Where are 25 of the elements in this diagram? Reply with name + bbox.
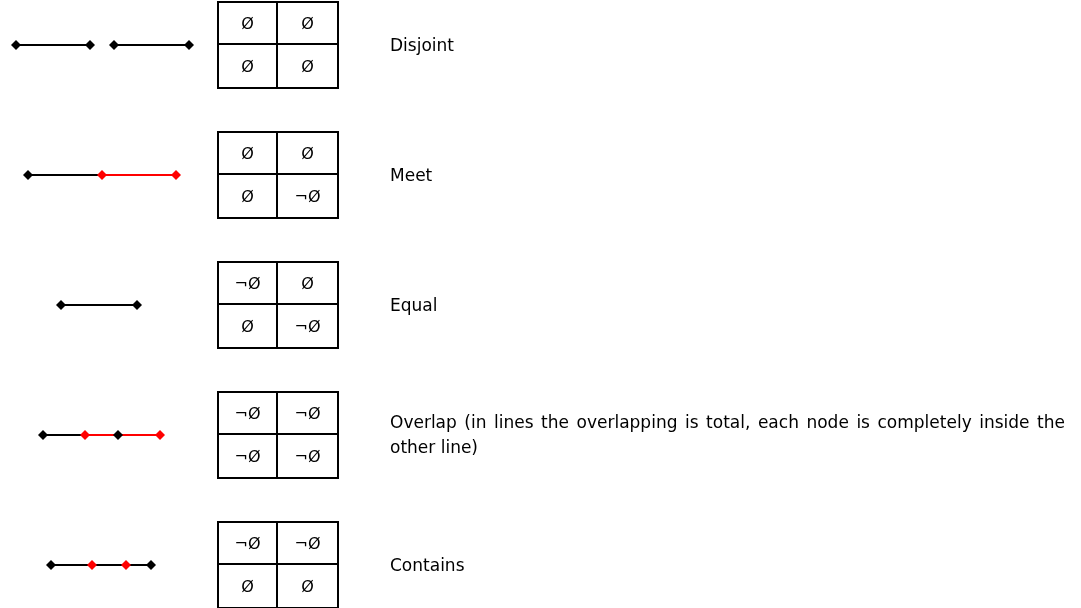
matrix-cell: ¬Ø xyxy=(219,435,278,477)
matrix-cell: ¬Ø xyxy=(219,393,278,435)
matrix-cell: Ø xyxy=(219,3,278,45)
matrix-cell-text: ¬Ø xyxy=(293,315,322,338)
matrix-cell: Ø xyxy=(278,3,337,45)
relation-name: Disjoint xyxy=(390,33,455,57)
matrix-cell: Ø xyxy=(278,263,337,305)
matrix-cell: Ø xyxy=(219,45,278,87)
matrix-cell-text: Ø xyxy=(300,575,315,598)
relation-name: Equal xyxy=(390,293,439,317)
relation-name: Meet xyxy=(390,163,434,187)
relation-name: Overlap (in lines the overlapping is total, each node is completely inside the other line) xyxy=(390,411,1065,459)
relation-name: Contains xyxy=(390,553,466,577)
matrix-cell-text: Ø xyxy=(300,55,315,78)
matrix-cell: Ø xyxy=(219,175,278,217)
matrix-cell: Ø xyxy=(219,565,278,607)
matrix-cell: Ø xyxy=(219,133,278,175)
matrix-cell: ¬Ø xyxy=(219,523,278,565)
matrix-cell: ¬Ø xyxy=(219,263,278,305)
matrix-cell: Ø xyxy=(219,305,278,347)
matrix-cell: ¬Ø xyxy=(278,393,337,435)
matrix-cell: ¬Ø xyxy=(278,523,337,565)
matrix-cell-text: ¬Ø xyxy=(293,185,322,208)
matrix-cell: Ø xyxy=(278,133,337,175)
matrix-cell-text: ¬Ø xyxy=(293,445,322,468)
